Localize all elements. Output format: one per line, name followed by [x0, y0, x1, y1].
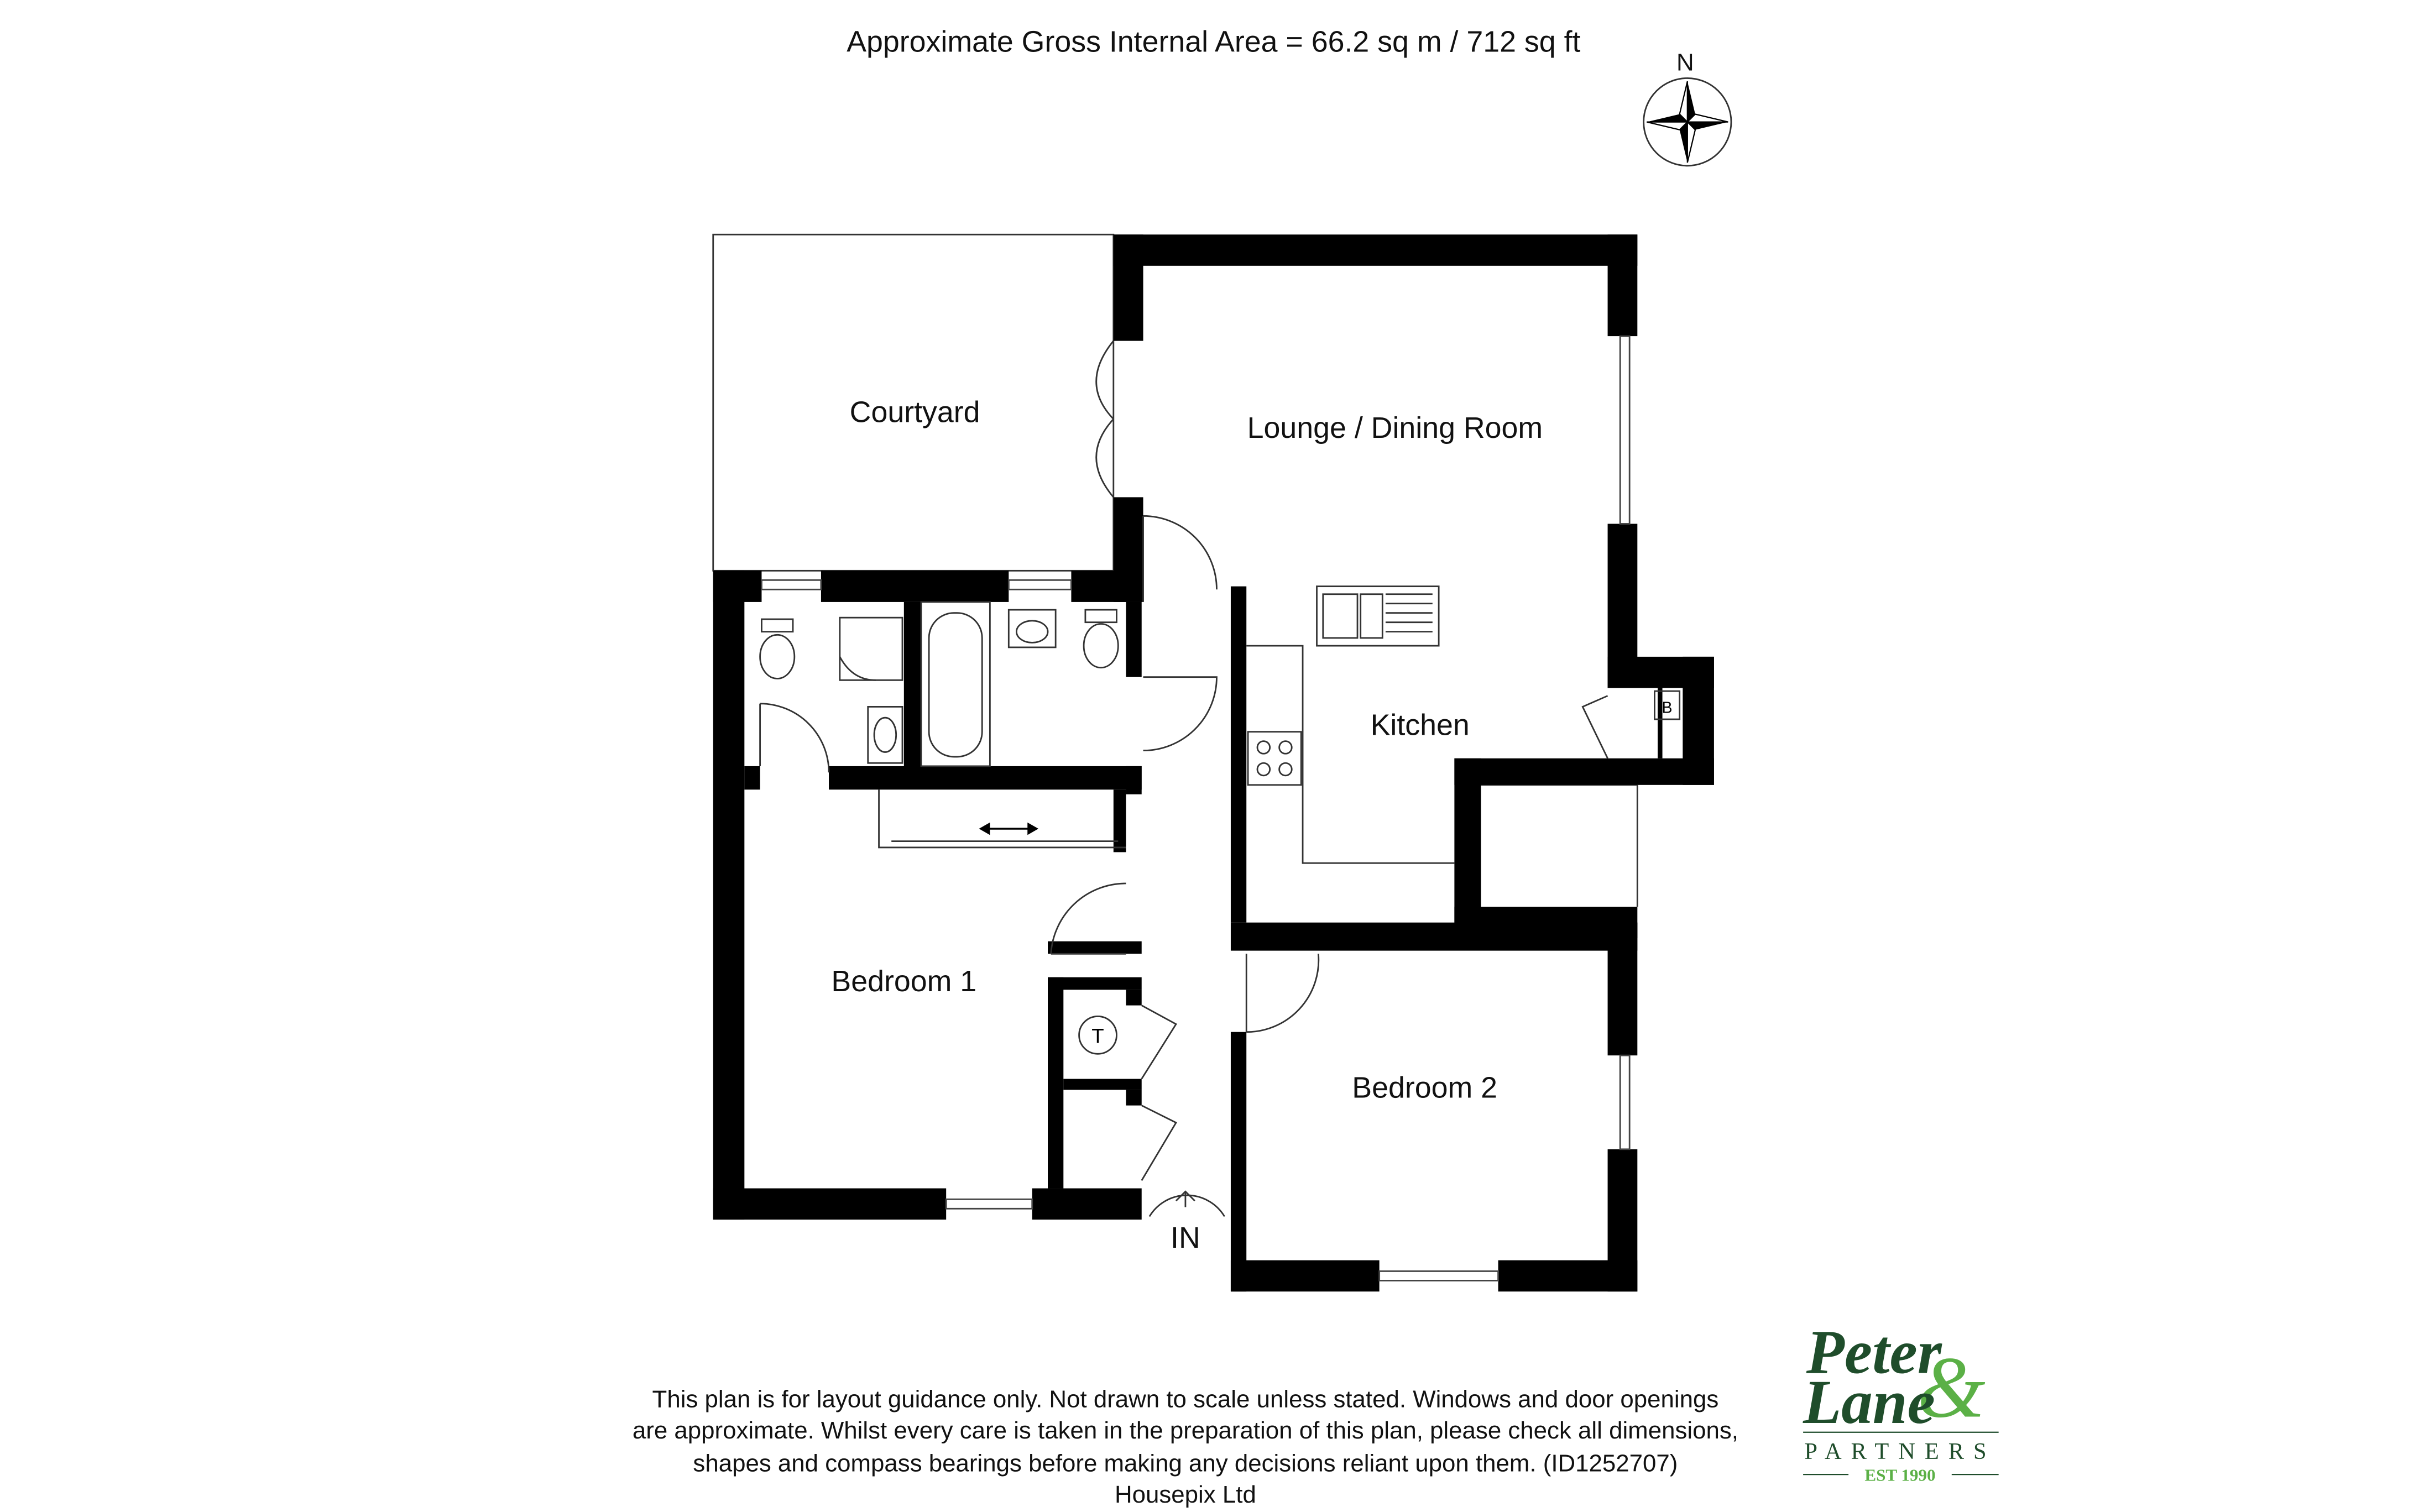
room-label-bedroom2: Bedroom 2: [1352, 1071, 1497, 1104]
tank-icon: [1078, 1016, 1117, 1055]
bath-icon: [920, 601, 991, 767]
company-logo: Peter & Lane PARTNERS EST 1990: [1803, 1317, 1999, 1484]
room-label-courtyard: Courtyard: [850, 396, 980, 429]
hob-icon: [1247, 731, 1302, 786]
svg-text:&: &: [1918, 1339, 1986, 1436]
entrance-label: IN: [1171, 1221, 1200, 1254]
fixtures: [759, 585, 1681, 1207]
toilet-icon: [1083, 623, 1119, 669]
wardrobe-slide-arrow-icon: [979, 822, 1039, 835]
disclaimer: This plan is for layout guidance only. N…: [633, 1386, 1738, 1509]
disclaimer-line: are approximate. Whilst every care is ta…: [633, 1417, 1738, 1444]
basin-icon: [1007, 609, 1057, 648]
compass-north-label: N: [1676, 49, 1694, 76]
room-label-bedroom1: Bedroom 1: [831, 965, 976, 998]
room-label-lounge: Lounge / Dining Room: [1247, 411, 1543, 444]
disclaimer-line: shapes and compass bearings before makin…: [693, 1450, 1678, 1477]
svg-text:Peter: Peter: [1806, 1317, 1942, 1387]
disclaimer-credit: Housepix Ltd: [1115, 1481, 1256, 1508]
disclaimer-line: This plan is for layout guidance only. N…: [652, 1386, 1719, 1413]
area-title: Approximate Gross Internal Area = 66.2 s…: [847, 25, 1580, 58]
toilet-icon: [759, 634, 796, 679]
walls: [713, 234, 1714, 1292]
tank-label: T: [1091, 1024, 1104, 1047]
shower-icon: [839, 616, 903, 681]
compass-icon: N: [1643, 49, 1732, 167]
sink-icon: [1316, 585, 1440, 647]
windows: [761, 335, 1631, 1281]
svg-text:PARTNERS: PARTNERS: [1804, 1438, 1995, 1464]
room-label-kitchen: Kitchen: [1371, 708, 1470, 741]
svg-text:Lane: Lane: [1803, 1368, 1935, 1437]
doors: [759, 340, 1608, 1217]
basin-icon: [867, 705, 903, 764]
boiler-label: B: [1662, 699, 1673, 716]
svg-text:EST 1990: EST 1990: [1864, 1465, 1935, 1484]
